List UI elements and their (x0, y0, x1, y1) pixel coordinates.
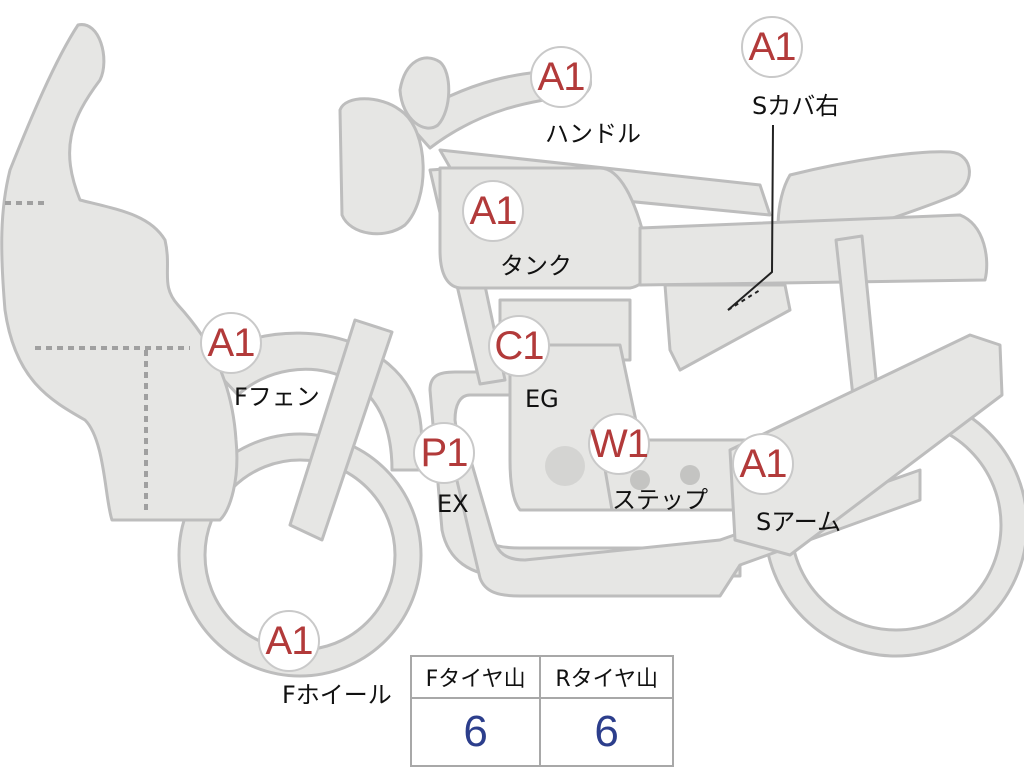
front-tire-tread-header: Fタイヤ山 (409, 655, 542, 699)
f-wheel-code-badge: A1 (258, 610, 320, 672)
tank-code-badge: A1 (462, 180, 524, 242)
handle-label: ハンドル (545, 120, 641, 148)
step-peg-left (630, 470, 650, 490)
f-fender-label: Fフェン (234, 383, 320, 411)
seat-base (638, 213, 989, 287)
f-wheel-label: Fホイール (282, 681, 392, 709)
tire-tread-table: Fタイヤ山 Rタイヤ山 6 6 (409, 655, 674, 767)
front-fork (288, 318, 394, 542)
front-fairing (0, 23, 239, 522)
f-fender-code-badge: A1 (200, 312, 262, 374)
front-tire-tread-value: 6 (409, 697, 542, 767)
engine-cover (545, 446, 585, 486)
s-cover-right-label: Sカバ右 (752, 92, 840, 120)
s-cover-right-code-badge: A1 (741, 16, 803, 78)
engine-label: EG (525, 385, 559, 413)
tank-label: タンク (500, 252, 572, 280)
step-peg-right (680, 465, 700, 485)
step-label: ステップ (612, 486, 708, 514)
rear-tire-tread-value: 6 (539, 697, 674, 767)
engine-code-badge: C1 (488, 315, 550, 377)
handle-code-badge: A1 (530, 46, 592, 108)
headlight (338, 97, 425, 236)
exhaust-code-badge: P1 (413, 422, 475, 484)
rear-tire-tread-header: Rタイヤ山 (539, 655, 674, 699)
step-code-badge: W1 (588, 413, 650, 475)
exhaust-label: EX (437, 490, 469, 518)
s-arm-label: Sアーム (756, 508, 842, 536)
s-cover-leader-line (727, 124, 774, 311)
s-arm-code-badge: A1 (732, 433, 794, 495)
mirror (398, 56, 451, 130)
side-cover (663, 283, 792, 372)
swing-arm (728, 333, 1004, 557)
